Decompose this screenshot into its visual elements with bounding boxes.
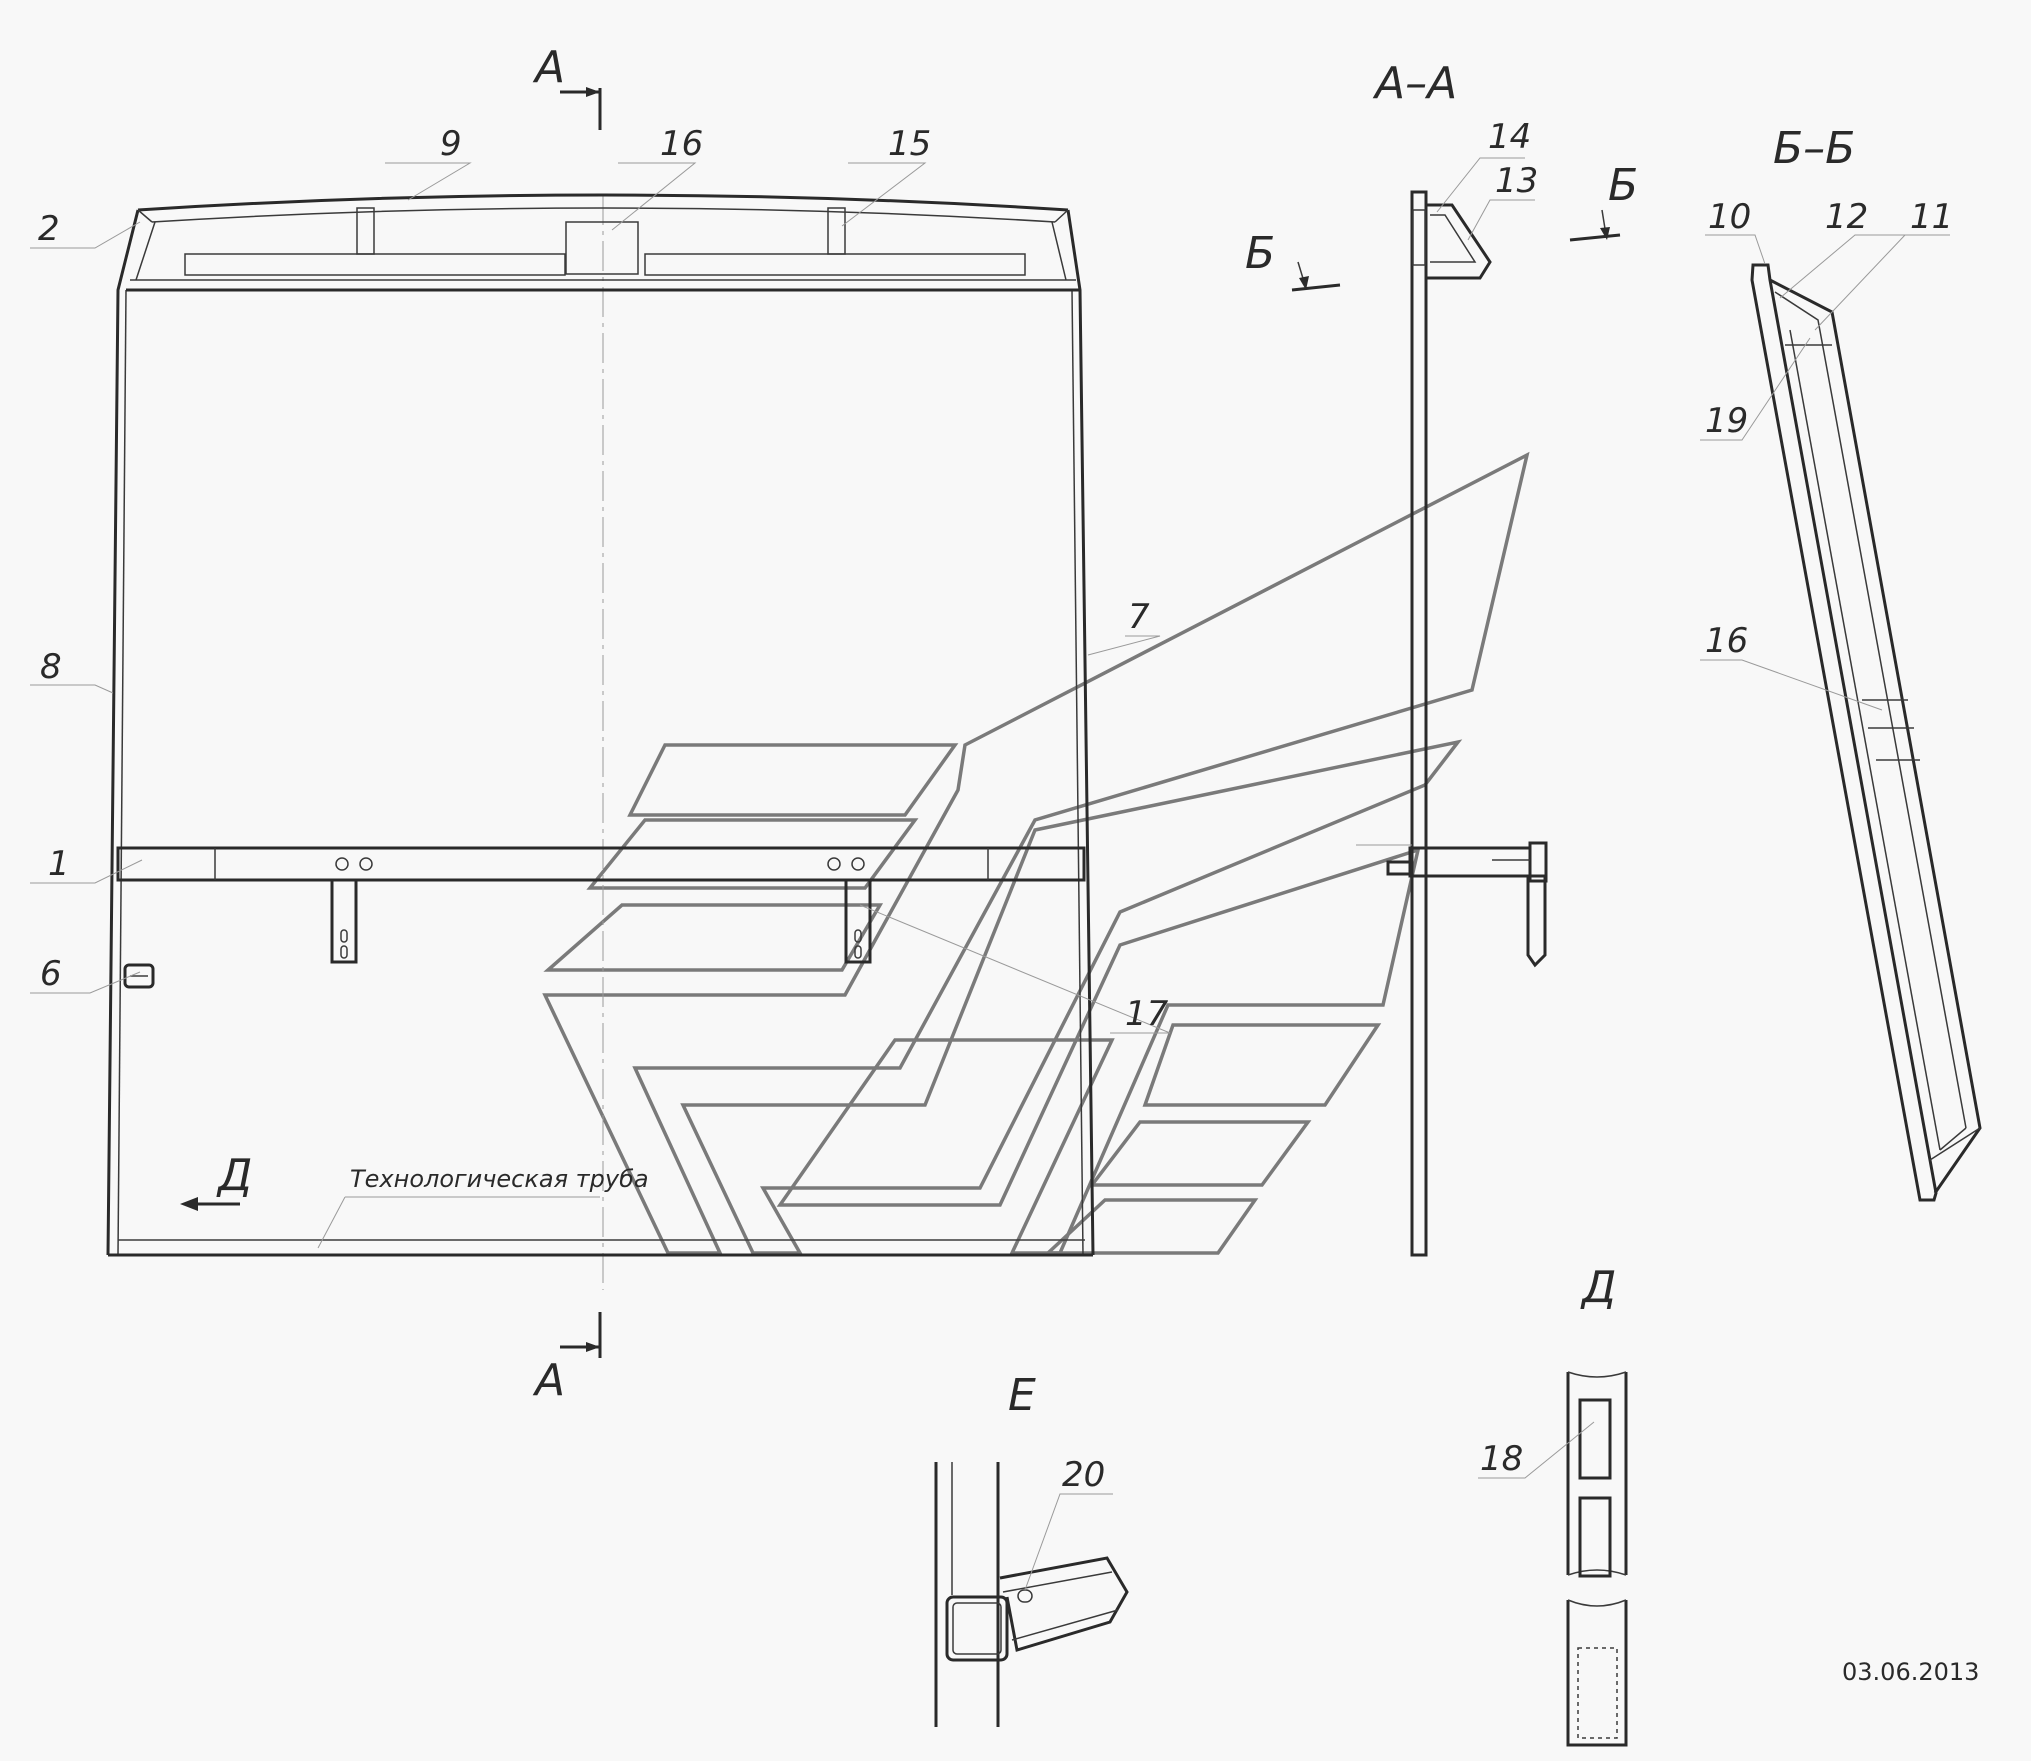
callout-9: 9 (440, 124, 462, 164)
callout-19: 19 (1705, 401, 1748, 441)
section-a-marker-top: А (532, 42, 565, 93)
view-e-title: Е (1008, 1370, 1036, 1421)
callout-11: 11 (1910, 197, 1953, 237)
callout-15: 15 (888, 124, 931, 164)
callout-20: 20 (1062, 1455, 1105, 1495)
front-view (106, 87, 1095, 1358)
drawing-date: 03.06.2013 (1842, 1658, 1979, 1686)
callout-13: 13 (1495, 161, 1538, 201)
callout-2: 2 (38, 209, 60, 249)
section-a-marker-bottom: А (532, 1355, 565, 1406)
callout-6: 6 (40, 954, 62, 994)
callout-16-section: 16 (1705, 621, 1748, 661)
leader-lines (30, 162, 1171, 1249)
callout-7: 7 (1128, 597, 1150, 637)
view-d-detail (1478, 1371, 1628, 1747)
section-b-marker-left: Б (1245, 228, 1275, 279)
view-e-detail (934, 1462, 1129, 1727)
watermark-logo (542, 451, 1530, 1255)
callout-16: 16 (660, 124, 703, 164)
section-bb-title: Б–Б (1773, 123, 1855, 174)
view-d-title: Д (1580, 1262, 1616, 1313)
callout-14: 14 (1488, 117, 1531, 157)
callout-numbers: 2 9 16 15 8 7 1 6 17 14 13 10 12 11 19 1… (38, 117, 1953, 1495)
tech-pipe-note: Технологическая труба (350, 1165, 649, 1193)
section-b-marker-right: Б (1608, 160, 1638, 211)
view-titles: А–А Б–Б Д Е А А Б Б Д (216, 42, 1855, 1421)
section-aa-title: А–А (1372, 58, 1457, 109)
view-d-marker: Д (216, 1150, 252, 1201)
section-bb-view (1700, 234, 1982, 1202)
section-aa-view (1291, 157, 1621, 1257)
callout-10: 10 (1708, 197, 1751, 237)
callout-18: 18 (1480, 1439, 1523, 1479)
callout-17: 17 (1125, 994, 1169, 1034)
notes: Технологическая труба 03.06.2013 (350, 1165, 1979, 1686)
callout-8: 8 (40, 647, 62, 687)
callout-12: 12 (1825, 197, 1868, 237)
callout-1: 1 (48, 844, 70, 884)
